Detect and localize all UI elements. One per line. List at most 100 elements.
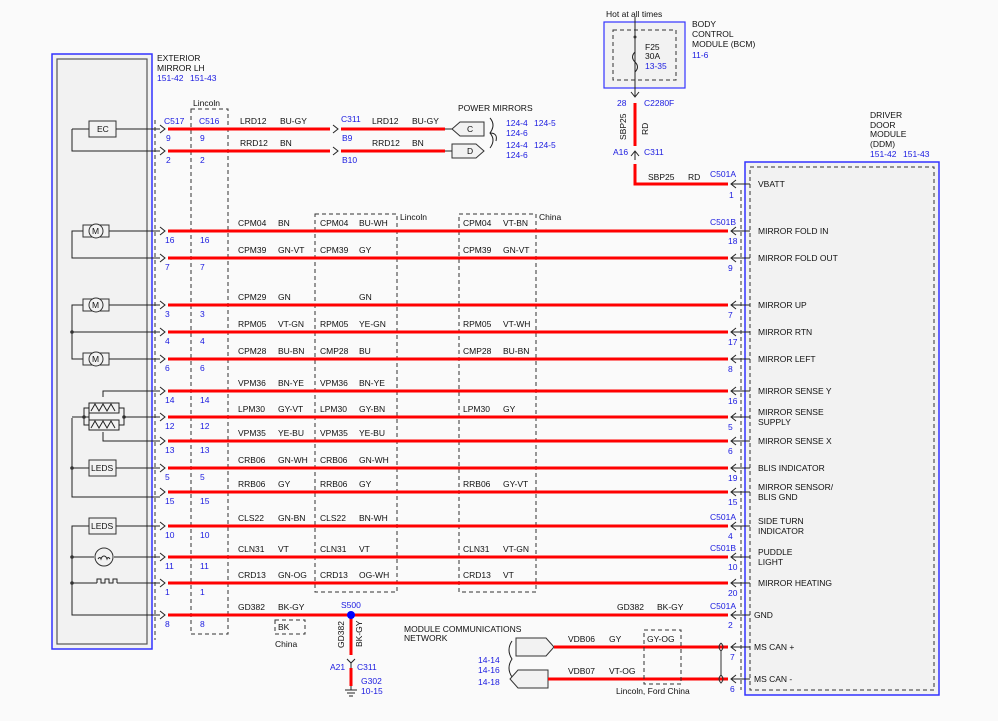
- bcm-module[interactable]: [603, 21, 686, 89]
- c311-pin-a16: A16: [613, 147, 628, 157]
- c311-ground-label[interactable]: C311: [357, 662, 377, 672]
- circuit-id: RRD12: [240, 138, 268, 148]
- ref-link[interactable]: 124-5: [534, 140, 556, 150]
- ddm-function-label: MIRROR LEFT: [758, 354, 816, 364]
- c2280f-terminal-icon: [630, 91, 640, 98]
- c517-terminal: [159, 124, 166, 134]
- mirror-terminal: [159, 463, 166, 473]
- lincoln-circuit-id: CLN31: [320, 544, 347, 554]
- mirror-pin: 8: [165, 619, 170, 629]
- mirror-name-1: EXTERIOR: [157, 53, 200, 63]
- circuit-id-out: RRD12: [372, 138, 400, 148]
- fuse-name: F25: [645, 42, 660, 52]
- sbp25-color: RD: [688, 172, 700, 182]
- ref-link[interactable]: 124-6: [506, 128, 528, 138]
- s500-label[interactable]: S500: [341, 600, 361, 610]
- china-circuit-id: LPM30: [463, 404, 490, 414]
- driver-door-module[interactable]: [744, 161, 940, 696]
- vdb06-color: GY: [609, 634, 622, 644]
- mirror-ref-2[interactable]: 151-43: [190, 73, 217, 83]
- blis-leds-component: [88, 459, 117, 477]
- ddm-name-2: DOOR: [870, 120, 896, 130]
- s500-splice[interactable]: [347, 611, 355, 619]
- ref-link[interactable]: 124-4: [506, 118, 528, 128]
- wire-color: GN-BN: [278, 513, 305, 523]
- mirror-pin: 13: [165, 445, 175, 455]
- puddle-lamp-icon: [94, 547, 114, 567]
- c311-pin: B10: [342, 155, 357, 165]
- wire-color-out: BN: [412, 138, 424, 148]
- ddm-function-label: GND: [754, 610, 773, 620]
- lincoln-circuit-id: CPM04: [320, 218, 349, 228]
- ref-link[interactable]: 124-5: [534, 118, 556, 128]
- wire-sbp25-horizontal[interactable]: [633, 164, 728, 186]
- mirror-terminal: [159, 386, 166, 396]
- g302-label[interactable]: G302: [361, 676, 382, 686]
- lincoln-wire-color: OG-WH: [359, 570, 389, 580]
- ddm-connector[interactable]: C501A: [710, 601, 736, 611]
- ddm-pin: 19: [728, 473, 738, 483]
- ddm-function-label: MIRROR HEATING: [758, 578, 832, 588]
- network-ref-3[interactable]: 14-18: [478, 677, 500, 687]
- c516-pin: 7: [200, 262, 205, 272]
- bcm-ref[interactable]: 11-6: [692, 50, 709, 60]
- c311-label-power[interactable]: C311: [644, 147, 664, 157]
- ddm-function-label: MIRROR SENSE X: [758, 436, 832, 446]
- ms-can-plus-label: MS CAN +: [754, 642, 794, 652]
- ddm-connector[interactable]: C501A: [710, 512, 736, 522]
- lincoln-circuit-id: RRB06: [320, 479, 348, 489]
- china-circuit-id: RRB06: [463, 479, 491, 489]
- mirror-internals: [70, 128, 160, 616]
- ddm-pin: 17: [728, 337, 738, 347]
- ddm-ref-2[interactable]: 151-43: [903, 149, 930, 159]
- ddm-ref-1[interactable]: 151-42: [870, 149, 897, 159]
- mirror-terminal: [159, 552, 166, 562]
- vdb06-alt-color: GY-OG: [647, 634, 675, 644]
- ddm-pin: 16: [728, 396, 738, 406]
- lincoln-wire-color: GN: [359, 292, 372, 302]
- c516-label[interactable]: C516: [199, 116, 220, 126]
- china-variant-label: China: [539, 212, 561, 222]
- china-wire-color: BU-BN: [503, 346, 529, 356]
- wire-color: BU-BN: [278, 346, 304, 356]
- c311-pin-a21: A21: [330, 662, 345, 672]
- ddm-connector[interactable]: C501B: [710, 217, 736, 227]
- g302-ref[interactable]: 10-15: [361, 686, 383, 696]
- lincoln-wire-color: GY-BN: [359, 404, 385, 414]
- mirror-terminal: [159, 521, 166, 531]
- ref-link[interactable]: 124-4: [506, 140, 528, 150]
- twisted-pair-icon: [718, 642, 724, 684]
- mirror-pin: 3: [165, 309, 170, 319]
- mirror-ref-1[interactable]: 151-42: [157, 73, 184, 83]
- lincoln-wire-color: BN-YE: [359, 378, 385, 388]
- sbp25-vert-color: RD: [640, 123, 650, 135]
- ddm-name-3: MODULE: [870, 129, 907, 139]
- lincoln-wire-color: GN-WH: [359, 455, 389, 465]
- c501a-label-vbatt[interactable]: C501A: [710, 169, 736, 179]
- lincoln-circuit-id: CRB06: [320, 455, 348, 465]
- c516-pin: 3: [200, 309, 205, 319]
- fuse-ref[interactable]: 13-35: [645, 61, 667, 71]
- ddm-connector[interactable]: C501B: [710, 543, 736, 553]
- turn-leds-label: LEDS: [91, 521, 114, 531]
- c2280f-label[interactable]: C2280F: [644, 98, 674, 108]
- ddm-pin: 6: [728, 446, 733, 456]
- c311-label[interactable]: C311: [341, 114, 361, 124]
- vbatt-label: VBATT: [758, 179, 785, 189]
- network-label-1: MODULE COMMUNICATIONS: [404, 624, 522, 634]
- ref-link[interactable]: 124-6: [506, 150, 528, 160]
- c516-pin: 4: [200, 336, 205, 346]
- c516-pin: 1: [200, 587, 205, 597]
- mirror-name-2: MIRROR LH: [157, 63, 205, 73]
- fuse-terminal: [633, 35, 637, 39]
- network-ref-1[interactable]: 14-14: [478, 655, 500, 665]
- network-ref-2[interactable]: 14-16: [478, 665, 500, 675]
- c516-pin: 11: [200, 561, 209, 571]
- ddm-pin: 10: [728, 562, 738, 572]
- china-wire-color: GY-VT: [503, 479, 528, 489]
- c517-label[interactable]: C517: [164, 116, 185, 126]
